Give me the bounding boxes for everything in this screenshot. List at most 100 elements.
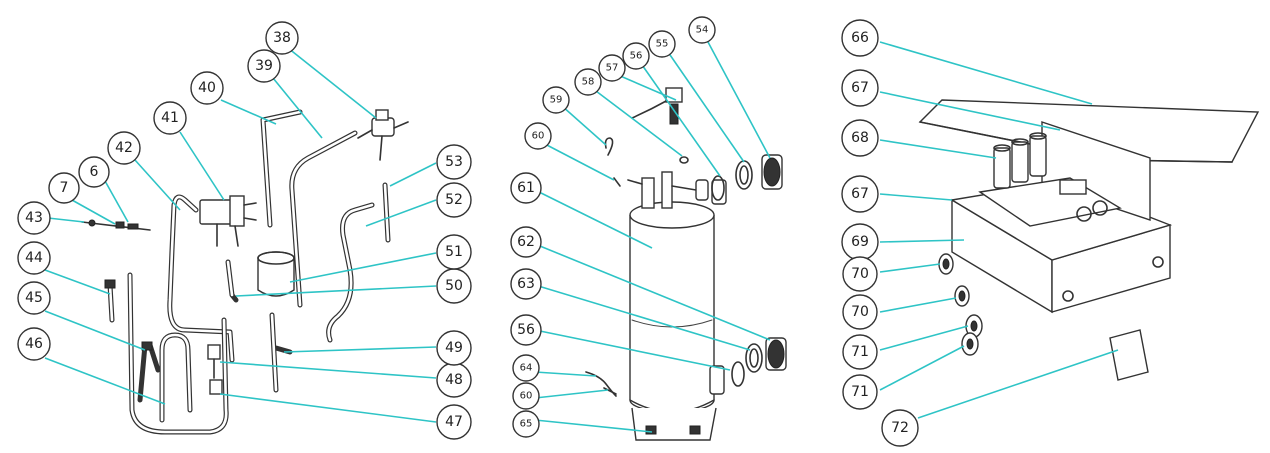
part-57-sensor bbox=[631, 87, 683, 125]
part-41-manifold bbox=[199, 195, 257, 247]
callout-55: 55 bbox=[648, 30, 676, 58]
svg-text:42: 42 bbox=[115, 140, 133, 156]
part-6-7-43-fittings bbox=[81, 219, 151, 231]
callout-69: 69 bbox=[841, 223, 879, 261]
svg-text:67: 67 bbox=[851, 186, 869, 202]
callout-46: 46 bbox=[17, 327, 51, 361]
svg-text:62: 62 bbox=[517, 234, 535, 250]
callout-42: 42 bbox=[107, 131, 141, 165]
piping-assembly bbox=[81, 109, 409, 435]
svg-text:63: 63 bbox=[517, 276, 535, 292]
svg-text:49: 49 bbox=[445, 340, 463, 356]
svg-text:44: 44 bbox=[25, 250, 43, 266]
callout-53: 53 bbox=[436, 144, 472, 180]
svg-text:54: 54 bbox=[696, 25, 709, 36]
callout-62: 62 bbox=[510, 226, 542, 258]
svg-text:60: 60 bbox=[520, 391, 533, 402]
callout-45: 45 bbox=[17, 281, 51, 315]
callout-58: 58 bbox=[574, 68, 602, 96]
svg-text:39: 39 bbox=[255, 58, 273, 74]
part-45-tube bbox=[137, 341, 161, 403]
svg-text:56: 56 bbox=[630, 51, 643, 62]
part-65-base bbox=[631, 407, 717, 441]
vessel-top-fittings bbox=[627, 171, 709, 209]
callout-60-top: 60 bbox=[524, 122, 552, 150]
svg-text:68: 68 bbox=[851, 130, 869, 146]
part-72-cover-plate bbox=[1109, 329, 1149, 381]
control-box-assembly bbox=[918, 99, 1260, 381]
svg-text:70: 70 bbox=[851, 266, 869, 282]
callout-64: 64 bbox=[512, 354, 540, 382]
part-44-fitting bbox=[104, 279, 116, 323]
svg-text:57: 57 bbox=[606, 63, 619, 74]
callout-38: 38 bbox=[265, 21, 299, 55]
callout-6: 6 bbox=[78, 156, 110, 188]
part-71-grommets bbox=[961, 314, 983, 356]
svg-text:50: 50 bbox=[445, 278, 463, 294]
svg-text:43: 43 bbox=[25, 210, 43, 226]
part-62-63-rings bbox=[731, 337, 787, 387]
callout-41: 41 bbox=[153, 101, 187, 135]
svg-text:40: 40 bbox=[198, 80, 216, 96]
svg-text:52: 52 bbox=[445, 192, 463, 208]
callout-47: 47 bbox=[436, 404, 472, 440]
callout-51: 51 bbox=[436, 234, 472, 270]
callout-67-top: 67 bbox=[841, 69, 879, 107]
svg-text:65: 65 bbox=[520, 419, 533, 430]
svg-text:48: 48 bbox=[445, 372, 463, 388]
part-60-pin bbox=[613, 177, 621, 187]
callout-50: 50 bbox=[436, 268, 472, 304]
svg-text:59: 59 bbox=[550, 95, 563, 106]
callout-67-mid: 67 bbox=[841, 175, 879, 213]
callout-70-top: 70 bbox=[842, 256, 878, 292]
callout-48: 48 bbox=[436, 362, 472, 398]
callouts: 38 39 40 41 42 6 7 43 44 45 46 47 48 49 … bbox=[17, 16, 919, 447]
board-components bbox=[1059, 179, 1108, 222]
part-61-vessel bbox=[629, 201, 715, 413]
part-54-55-56-rings bbox=[711, 154, 783, 201]
part-47-48-valves bbox=[207, 344, 223, 395]
callout-49: 49 bbox=[436, 330, 472, 366]
callout-56-bottom: 56 bbox=[510, 314, 542, 346]
vessel-side-coupler bbox=[709, 179, 727, 395]
part-38-valve bbox=[357, 109, 409, 161]
callout-7: 7 bbox=[48, 172, 80, 204]
svg-text:60: 60 bbox=[532, 131, 545, 142]
part-39-tube bbox=[289, 130, 358, 308]
callout-57: 57 bbox=[598, 54, 626, 82]
part-51-filter-drier bbox=[257, 251, 295, 297]
svg-text:72: 72 bbox=[891, 420, 909, 436]
callout-39: 39 bbox=[247, 49, 281, 83]
svg-text:6: 6 bbox=[90, 164, 99, 180]
svg-text:7: 7 bbox=[60, 180, 69, 196]
svg-text:58: 58 bbox=[582, 77, 595, 88]
part-42-tube bbox=[167, 194, 235, 363]
callout-54: 54 bbox=[688, 16, 716, 44]
part-50-tube bbox=[225, 259, 239, 303]
svg-text:71: 71 bbox=[851, 344, 869, 360]
callout-60-bottom: 60 bbox=[512, 382, 540, 410]
callout-70-bottom: 70 bbox=[842, 294, 878, 330]
callout-66: 66 bbox=[841, 19, 879, 57]
leader-lines bbox=[44, 41, 1119, 433]
callout-44: 44 bbox=[17, 241, 51, 275]
vessel-assembly bbox=[585, 87, 787, 441]
svg-text:56: 56 bbox=[517, 322, 535, 338]
callout-43: 43 bbox=[17, 201, 51, 235]
svg-text:47: 47 bbox=[445, 414, 463, 430]
svg-text:66: 66 bbox=[851, 30, 869, 46]
callout-65: 65 bbox=[512, 410, 540, 438]
callout-59: 59 bbox=[542, 86, 570, 114]
svg-text:70: 70 bbox=[851, 304, 869, 320]
callout-71-top: 71 bbox=[842, 334, 878, 370]
part-60-pin-lower bbox=[603, 387, 617, 395]
part-46-loop-tube bbox=[127, 272, 229, 435]
callout-72: 72 bbox=[881, 409, 919, 447]
svg-text:61: 61 bbox=[517, 180, 535, 196]
svg-text:51: 51 bbox=[445, 244, 463, 260]
callout-56-top: 56 bbox=[622, 42, 650, 70]
svg-text:38: 38 bbox=[273, 30, 291, 46]
svg-text:67: 67 bbox=[851, 80, 869, 96]
callout-61: 61 bbox=[510, 172, 542, 204]
